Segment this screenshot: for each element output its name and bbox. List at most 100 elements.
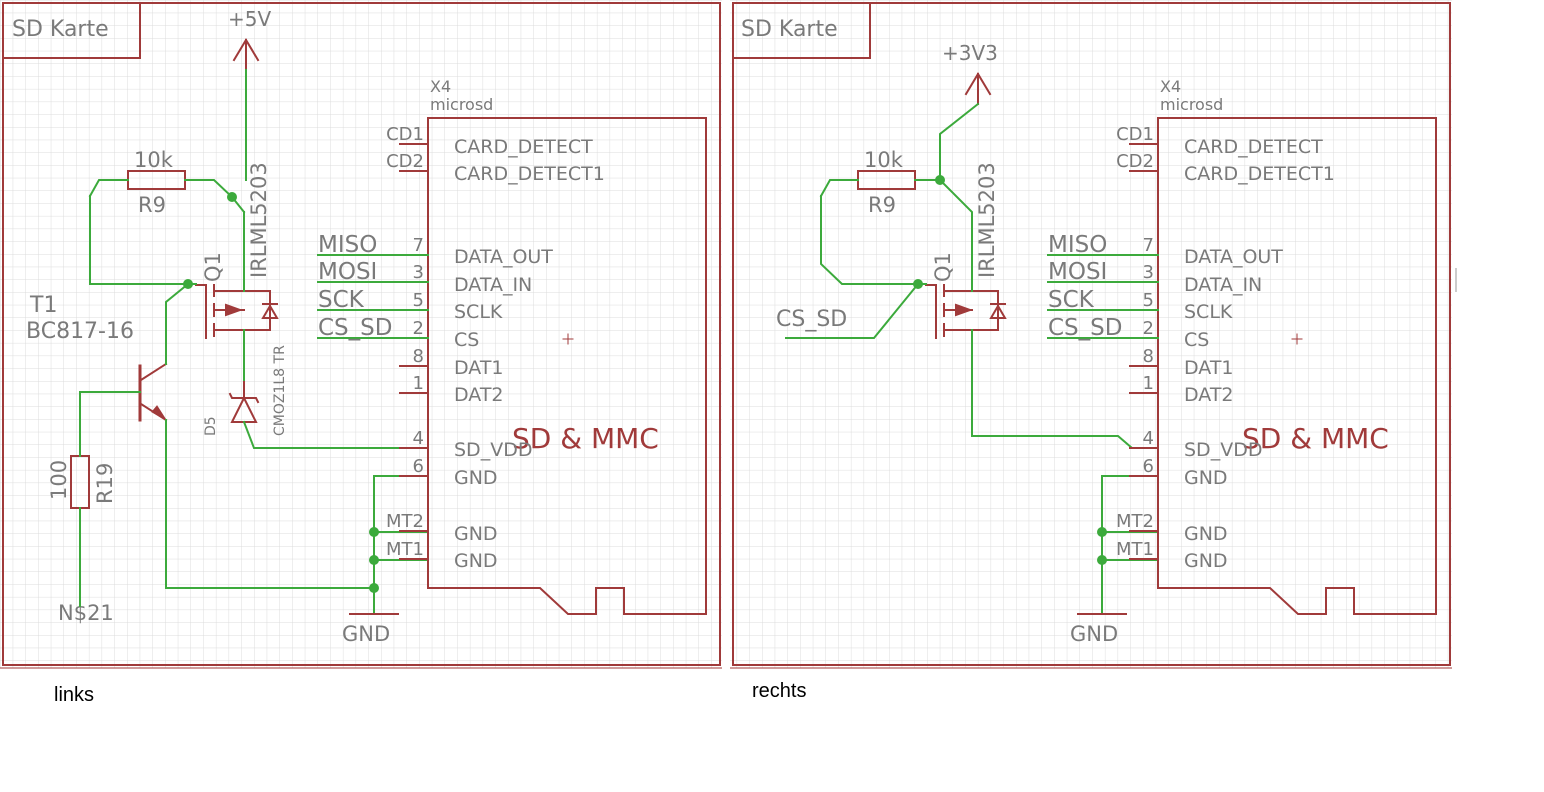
pin-number: MT2	[386, 511, 424, 532]
pin-number: 8	[1143, 346, 1154, 367]
microsd-socket-right: X4 microsd SD & MMC CD1CARD_DETECTCD2CAR…	[1047, 77, 1437, 615]
pin-name: SCLK	[1184, 301, 1233, 323]
caption-right: rechts	[752, 680, 807, 702]
pin-number: 6	[413, 456, 424, 477]
r9-name: R9	[138, 193, 166, 217]
pin-number: CD1	[386, 124, 424, 145]
pin-number: CD1	[1116, 124, 1154, 145]
sheet-title: SD Karte	[741, 17, 838, 42]
schematic-right: SD Karte +3V3 10k R9 Q1 I	[732, 2, 1451, 666]
pin-number: MT1	[386, 539, 424, 560]
junctions-left	[183, 192, 379, 593]
pin-name: GND	[1184, 523, 1228, 545]
pin-number: 5	[413, 290, 424, 311]
pin-number: MT1	[1116, 539, 1154, 560]
gnd-label: GND	[342, 622, 390, 646]
microsd-socket-left: X4 microsd SD & MMC CD1CARD_DETECTCD2CAR…	[317, 77, 707, 615]
q1-name: Q1	[201, 252, 225, 282]
gnd-label: GND	[1070, 622, 1118, 646]
pin-8: 4SD_VDD	[1129, 428, 1262, 461]
t1-value: BC817-16	[26, 319, 134, 344]
socket-ref: X4	[430, 77, 451, 96]
origin-mark	[562, 333, 574, 345]
pin-name: DATA_IN	[1184, 274, 1262, 296]
pin-name: SD_VDD	[454, 439, 532, 461]
socket-ref: X4	[1160, 77, 1181, 96]
pin-name: GND	[1184, 550, 1228, 572]
r9-value: 10k	[134, 148, 174, 172]
t1-name: T1	[29, 293, 57, 318]
junctions-right	[913, 175, 1107, 565]
net-label: N$21	[58, 601, 114, 625]
d5-name: D5	[203, 416, 219, 436]
pin-number: 3	[1143, 262, 1154, 283]
pin-name: DAT2	[1184, 384, 1234, 406]
pin-number: 3	[413, 262, 424, 283]
grid-left	[0, 0, 722, 668]
sheet-title: SD Karte	[12, 17, 109, 42]
pin-net-label: CS_SD	[318, 315, 392, 341]
title-box	[732, 2, 871, 59]
q1-value: IRLML5203	[975, 162, 999, 278]
pin-8: 4SD_VDD	[399, 428, 532, 461]
pin-number: CD2	[1116, 151, 1154, 172]
supply-symbol	[232, 38, 260, 71]
mosfet-q1	[925, 284, 1007, 339]
socket-part-label: SD & MMC	[1242, 422, 1389, 455]
pin-name: SD_VDD	[1184, 439, 1262, 461]
r19-name: R19	[93, 463, 117, 504]
socket-value: microsd	[430, 95, 493, 114]
r19-value: 100	[47, 460, 71, 500]
pin-net-label: MISO	[318, 232, 377, 258]
d5-value: CMOZ1L8 TR	[272, 345, 288, 436]
caption-left: links	[54, 684, 95, 706]
frame-right	[732, 2, 1451, 666]
supply-label: +3V3	[942, 41, 998, 65]
pin-net-label: MISO	[1048, 232, 1107, 258]
mosfet-q1	[195, 284, 279, 339]
pin-name: CARD_DETECT	[1184, 136, 1323, 158]
cs-net-label: CS_SD	[776, 307, 847, 332]
r9-value: 10k	[864, 148, 904, 172]
pin-number: 8	[413, 346, 424, 367]
pin-number: 4	[1143, 428, 1154, 449]
supply-symbol	[964, 72, 992, 105]
pin-number: 2	[1143, 318, 1154, 339]
pin-name: GND	[454, 523, 498, 545]
pin-name: DATA_OUT	[1184, 246, 1283, 268]
pin-number: 2	[413, 318, 424, 339]
pin-number: MT2	[1116, 511, 1154, 532]
pin-name: GND	[1184, 467, 1228, 489]
pin-name: GND	[454, 467, 498, 489]
socket-value: microsd	[1160, 95, 1223, 114]
socket-part-label: SD & MMC	[512, 422, 659, 455]
pin-number: 5	[1143, 290, 1154, 311]
pin-number: 7	[1143, 235, 1154, 256]
q1-name: Q1	[931, 252, 955, 282]
pin-name: CS	[1184, 329, 1209, 351]
pin-name: DAT1	[1184, 357, 1234, 379]
q1-value: IRLML5203	[247, 162, 271, 278]
schematic-left: SD Karte +5V 10k R9 Q1 IR	[2, 2, 721, 666]
